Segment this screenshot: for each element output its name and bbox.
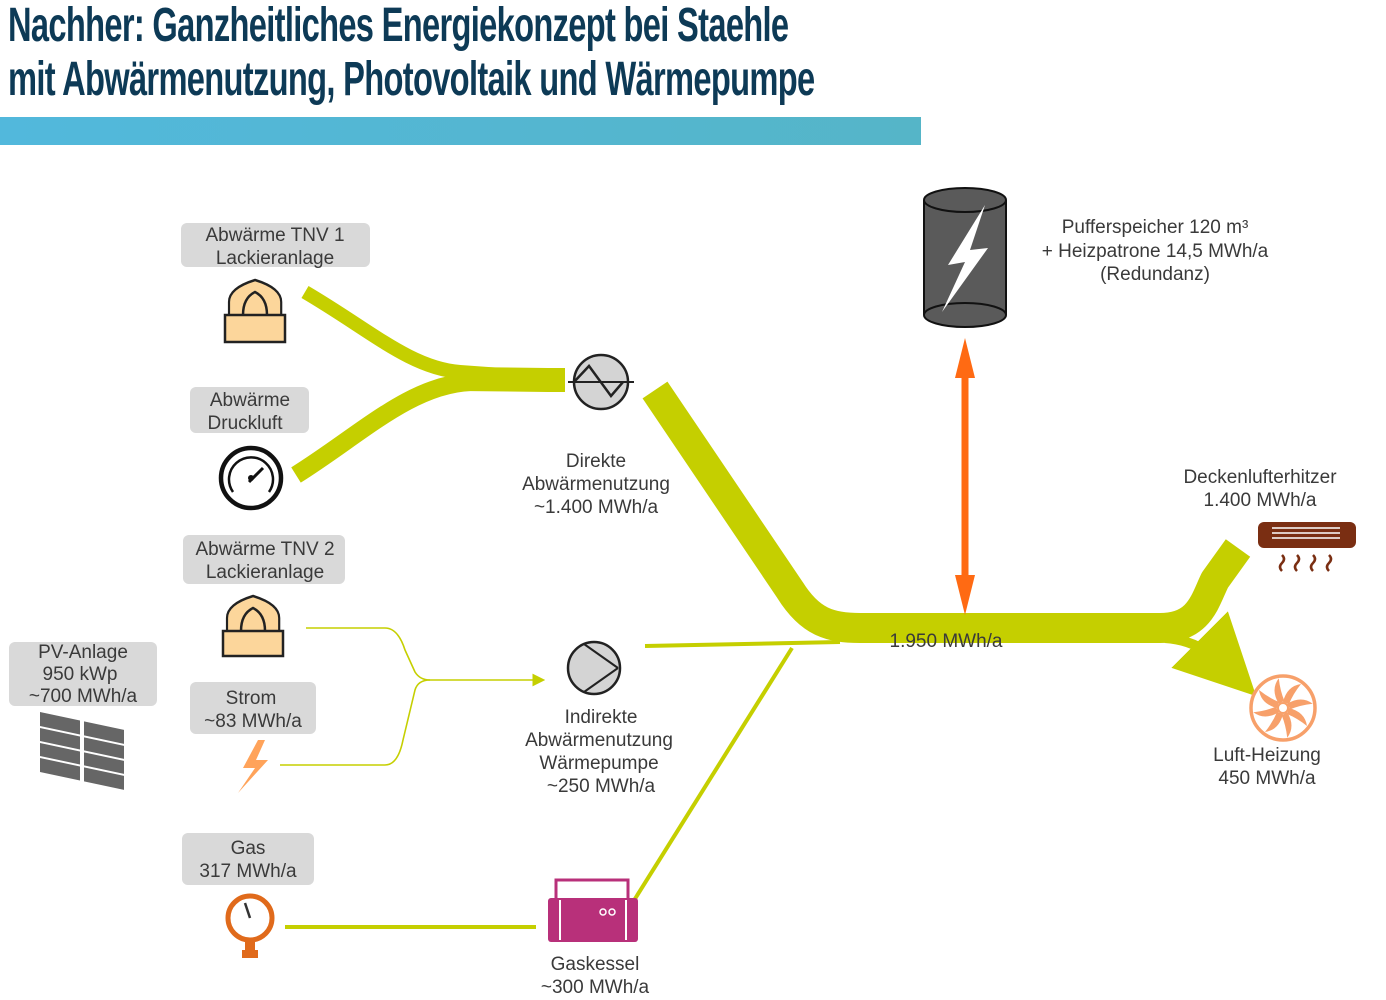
title-line-2: mit Abwärmenutzung, Photovoltaik und Wär… [8,53,815,106]
label-box-druckluft [190,387,309,433]
storage-arrow [955,338,975,615]
furnace-icon [221,594,285,658]
air-heater-icon [1258,522,1356,572]
solar-panel-icon [40,712,124,790]
pv-capacity: 950 kWp [43,664,118,685]
label-box-gas [182,833,314,885]
lightning-icon [238,740,268,793]
flow-druckluft [291,373,545,483]
storage-label: Pufferspeicher 120 m³ [1062,217,1249,238]
tnv2-label: Abwärme TNV 2 [195,539,334,560]
label-box-tnv1 [181,223,370,267]
luft-label: Luft-Heizung [1213,745,1321,766]
pressure-gauge-icon [225,893,275,958]
pv-yield: ~700 MWh/a [29,686,138,707]
direkt-label: Direkte [566,451,626,472]
decken-label: Deckenlufterhitzer [1183,467,1337,488]
flow-direkt-merge [459,367,565,392]
luft-value: 450 MWh/a [1218,768,1316,789]
storage-note: (Redundanz) [1100,264,1210,285]
flow-main [642,381,1251,643]
heat-exchanger-icon [568,353,634,411]
indirekt-value: ~250 MWh/a [547,776,656,797]
flow-luft-heizung [1164,611,1257,697]
druckluft-label: Abwärme [210,390,290,411]
main-flow-label: 1.950 MWh/a [890,631,1003,652]
label-box-strom [190,682,316,734]
druckluft-sublabel: Druckluft [208,413,284,434]
flow-tnv1 [301,285,546,385]
storage-heater: + Heizpatrone 14,5 MWh/a [1042,241,1269,262]
gas-value: 317 MWh/a [199,861,297,882]
strom-label: Strom [226,688,277,709]
boiler-icon [548,878,638,942]
indirekt-sublabel: Abwärmenutzung [525,730,673,751]
tnv1-sublabel: Lackieranlage [216,248,334,269]
flows [280,285,1257,929]
label-box-pv [9,642,157,706]
flow-waermepumpe [644,640,841,648]
gaskessel-value: ~300 MWh/a [541,977,650,998]
gas-label: Gas [231,838,266,859]
decken-value: 1.400 MWh/a [1204,490,1317,511]
tnv2-sublabel: Lackieranlage [206,562,324,583]
direkt-sublabel: Abwärmenutzung [522,474,670,495]
gaskessel-label: Gaskessel [551,954,640,975]
strom-value: ~83 MWh/a [204,711,302,732]
indirekt-label: Indirekte [565,707,638,728]
gauge-icon [218,445,284,511]
flow-tnv2 [306,627,546,687]
flow-gaskessel [631,646,794,904]
flow-strom [280,679,431,766]
accent-bar [0,117,921,145]
direkt-value: ~1.400 MWh/a [534,497,659,518]
storage-tank-icon [923,187,1007,328]
pump-icon [566,640,622,696]
furnace-icon [223,278,287,344]
tnv1-label: Abwärme TNV 1 [205,225,344,246]
indirekt-type: Wärmepumpe [539,753,658,774]
fan-icon [1249,674,1317,742]
title-line-1: Nachher: Ganzheitliches Energiekonzept b… [8,0,789,52]
label-box-tnv2 [183,535,345,584]
pv-label: PV-Anlage [38,642,128,663]
